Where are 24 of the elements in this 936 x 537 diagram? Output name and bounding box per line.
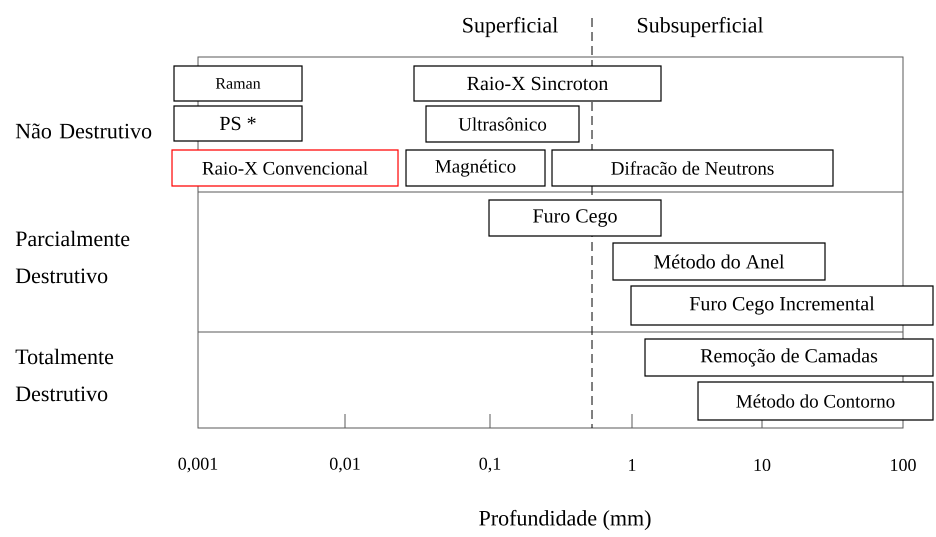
tick-label: 100 (891, 458, 916, 472)
method-box: Método do Contorno (697, 381, 934, 421)
tick-label: 0,001 (178, 458, 218, 472)
region-label: Superficial (463, 16, 558, 38)
row-label: Totalmente Destrutivo (16, 348, 114, 402)
method-box: Remoção de Camadas (644, 338, 934, 377)
method-box: Raman (173, 65, 303, 102)
method-box: Furo Cego Incremental (630, 285, 934, 326)
tick-label: 0,1 (479, 458, 500, 472)
method-box: Furo Cego (488, 199, 662, 237)
tick-label: 10 (754, 458, 770, 472)
row-label: Não Destrutivo (16, 123, 152, 139)
method-box: PS * (173, 105, 303, 142)
method-box: Método do Anel (612, 242, 826, 281)
tick-label: 1 (629, 459, 636, 471)
method-box: Raio-X Convencional (171, 149, 399, 187)
method-box: Raio-X Sincroton (413, 65, 662, 102)
method-box: Difracão de Neutrons (551, 149, 834, 187)
method-box: Ultrasônico (425, 105, 580, 143)
tick-label: 0,01 (330, 458, 360, 472)
row-label: Parcialmente Destrutivo (16, 230, 130, 284)
region-label: Subsuperficial (638, 16, 764, 38)
method-box: Magnético (405, 149, 546, 187)
axis-title: Profundidade (mm) (479, 510, 650, 530)
